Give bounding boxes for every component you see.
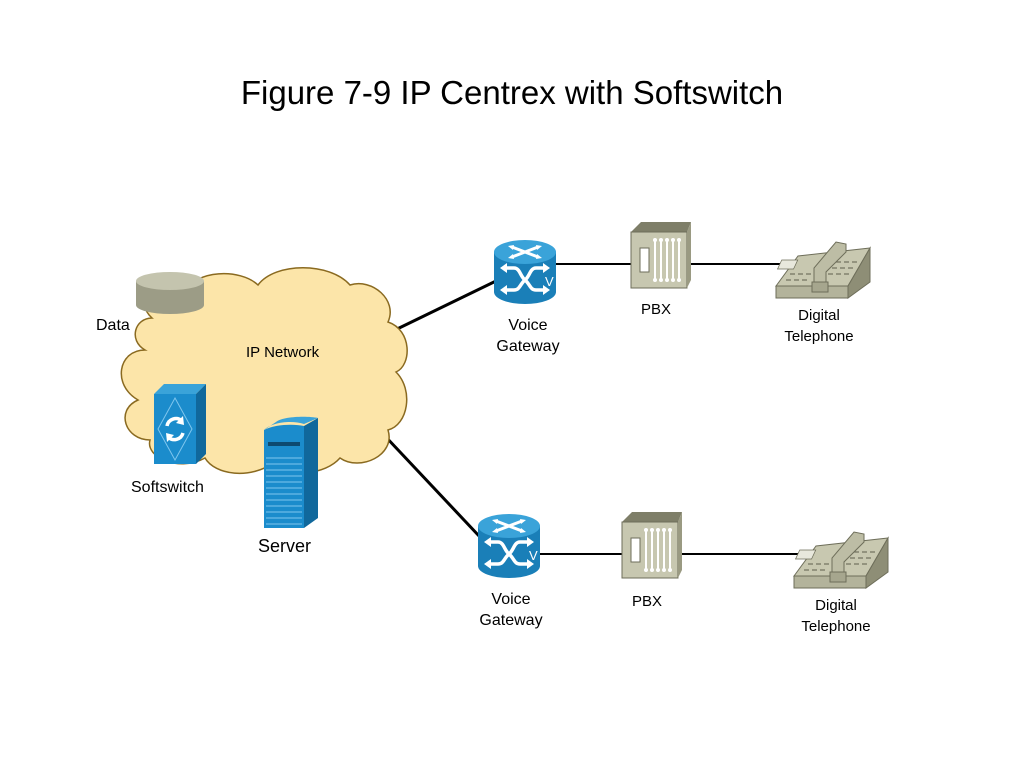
digital-telephone-bottom-label-line2: Telephone — [801, 618, 871, 635]
softswitch-label: Softswitch — [131, 479, 204, 496]
digital-telephone-bottom-label: Digital Telephone — [793, 595, 879, 637]
pbx-bottom-icon[interactable] — [621, 511, 683, 579]
voice-gateway-bottom-label-line1: Voice — [491, 591, 531, 608]
server-icon — [264, 416, 318, 528]
data-label: Data — [96, 317, 130, 334]
digital-telephone-top-label-line2: Telephone — [784, 328, 854, 345]
pbx-bottom-label: PBX — [632, 593, 663, 610]
database-icon — [136, 272, 204, 314]
digital-telephone-bottom-label-line1: Digital — [815, 597, 857, 614]
softswitch-icon — [154, 384, 206, 464]
voice-gateway-top-icon[interactable] — [492, 238, 558, 306]
server-label: Server — [258, 536, 312, 556]
voice-gateway-top-label-line1: Voice — [508, 317, 548, 334]
figure-title: Figure 7-9 IP Centrex with Softswitch — [240, 74, 784, 111]
voice-gateway-bottom-label-line2: Gateway — [479, 612, 543, 629]
digital-telephone-bottom-icon[interactable] — [793, 531, 889, 589]
pbx-top-label: PBX — [641, 301, 672, 318]
voice-gateway-bottom-label: Voice Gateway — [471, 589, 551, 631]
ip-network-label: IP Network — [246, 344, 320, 361]
digital-telephone-top-label: Digital Telephone — [776, 305, 862, 347]
pbx-top-icon[interactable] — [630, 221, 692, 289]
link-network-gateway-bottom — [382, 433, 482, 539]
digital-telephone-top-label-line1: Digital — [798, 307, 840, 324]
link-network-gateway-top — [392, 279, 497, 333]
voice-gateway-bottom-icon[interactable] — [476, 512, 542, 580]
voice-gateway-top-label: Voice Gateway — [488, 315, 568, 357]
voice-gateway-top-label-line2: Gateway — [496, 338, 560, 355]
digital-telephone-top-icon[interactable] — [775, 241, 871, 299]
